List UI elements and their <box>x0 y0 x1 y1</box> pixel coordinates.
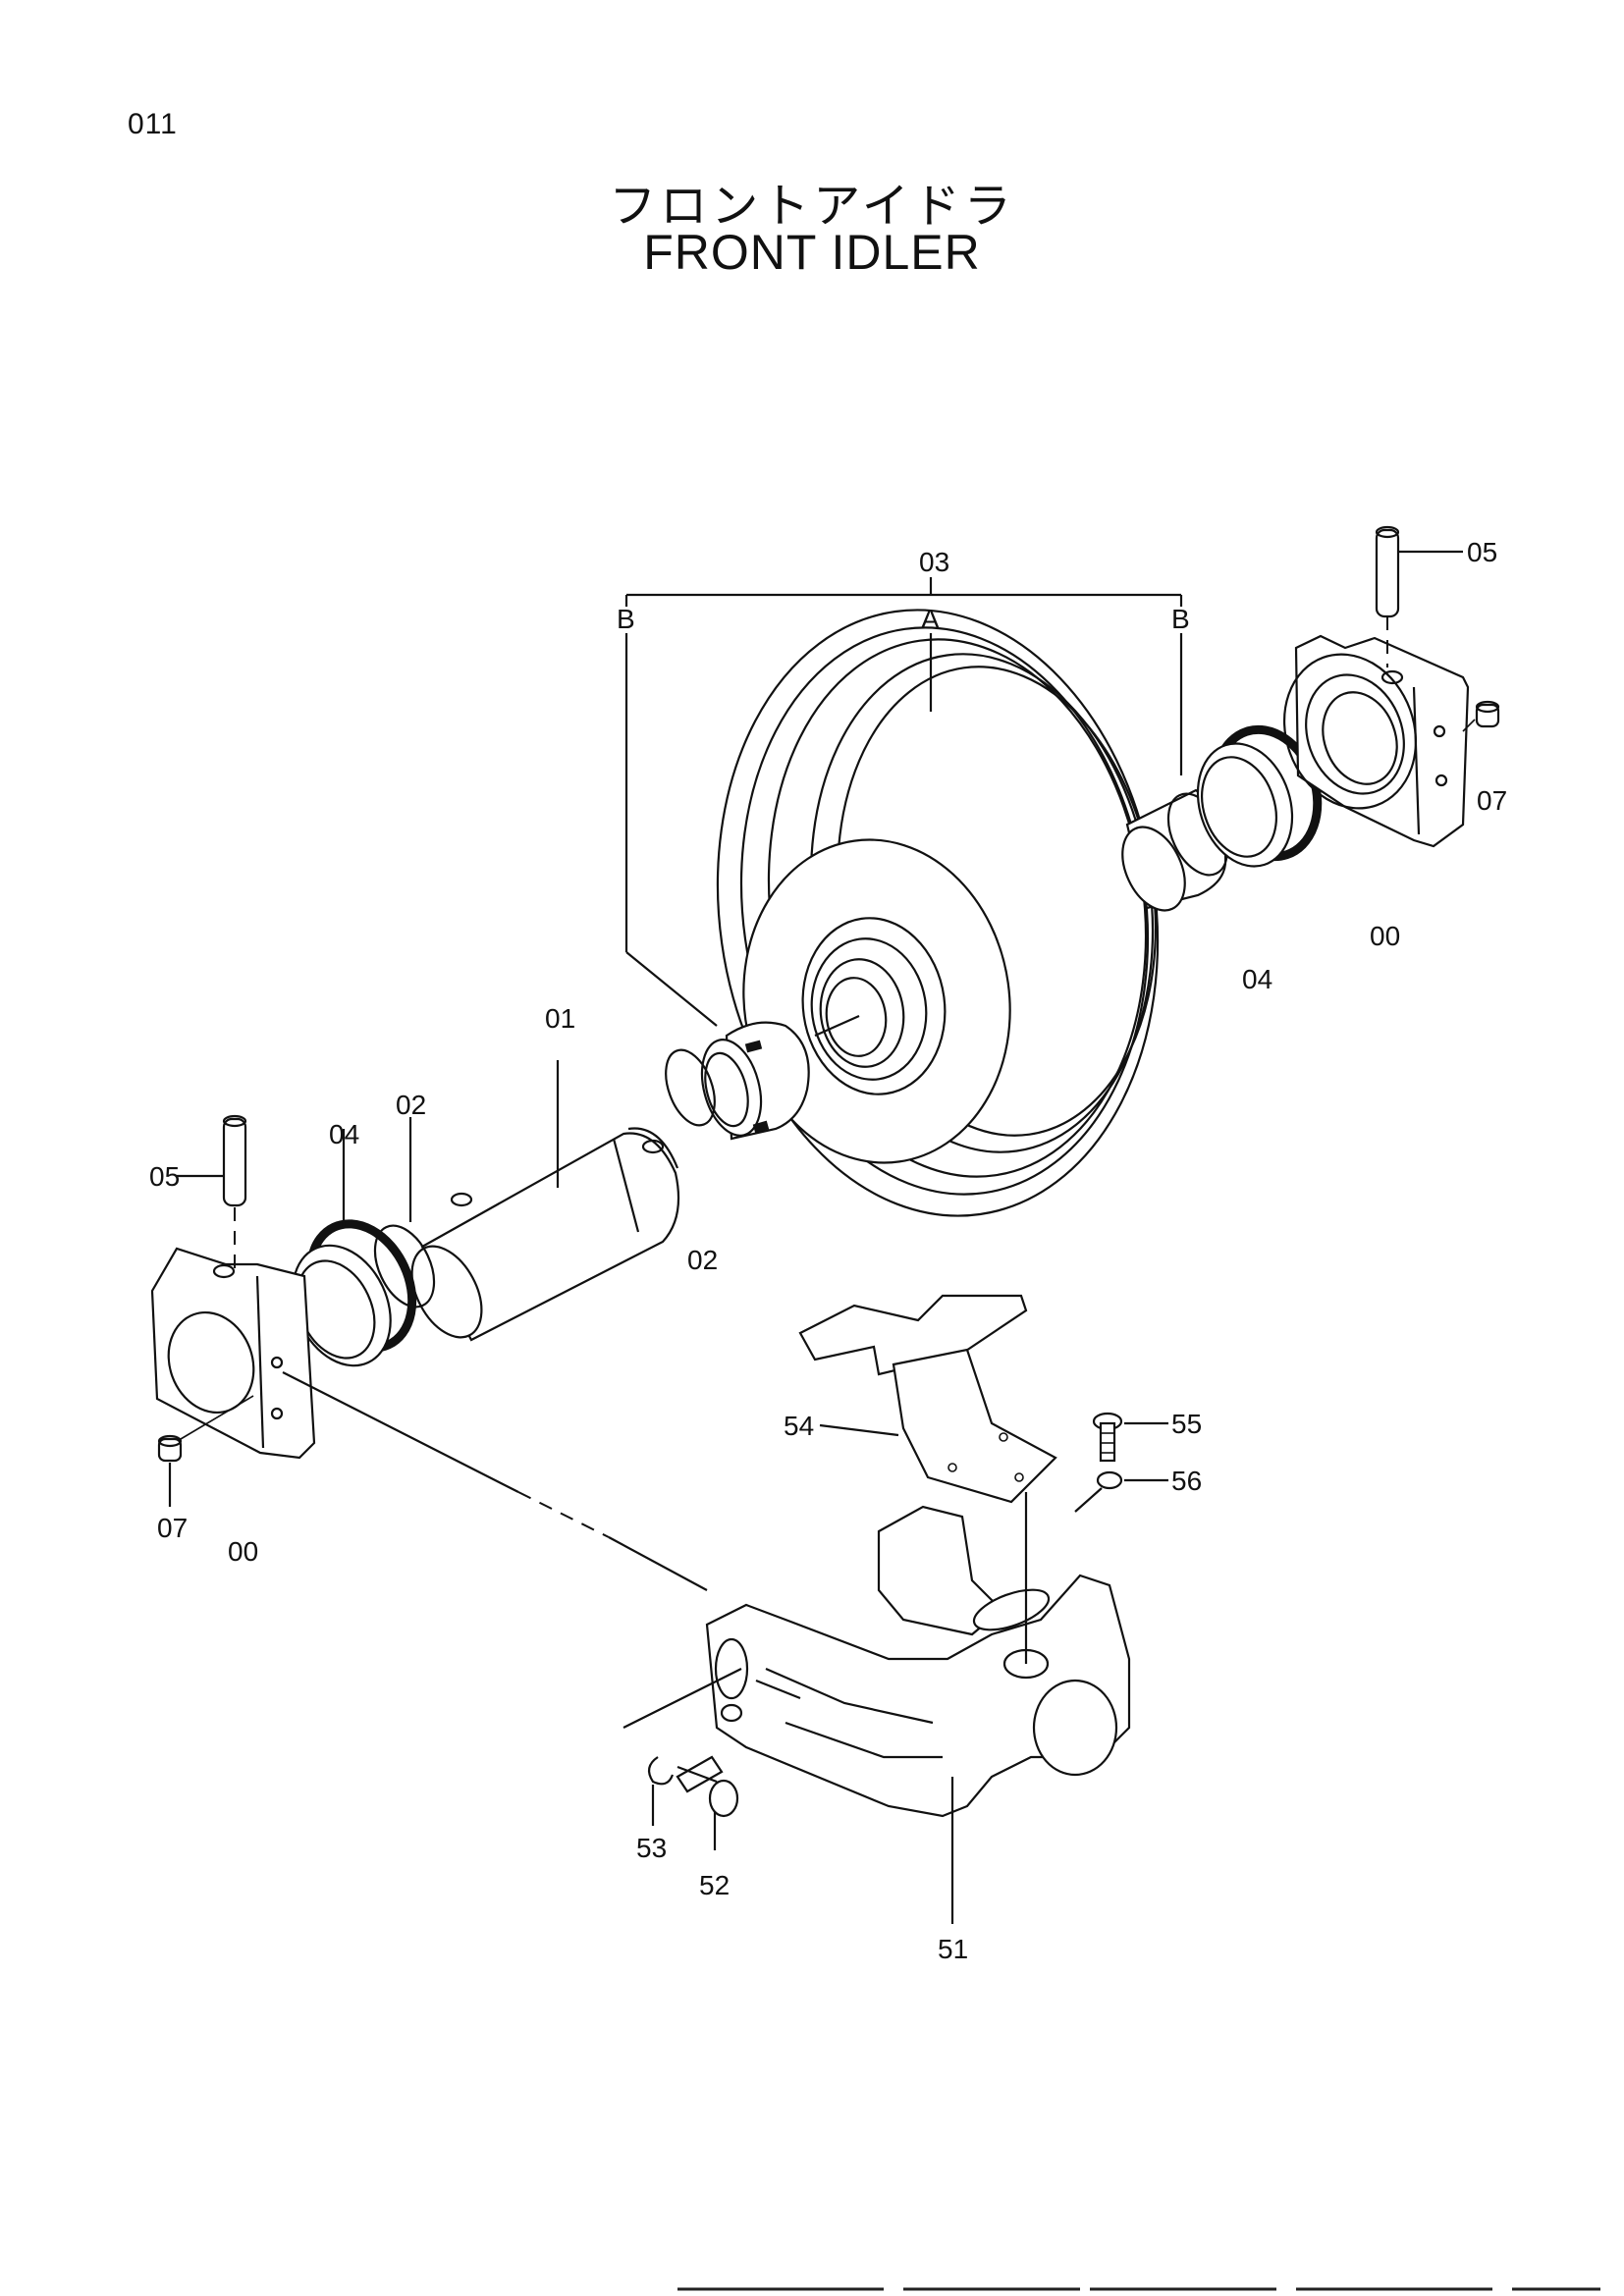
title-japanese: フロントアイドラ <box>609 179 1015 234</box>
guard-plate <box>798 1294 1103 1513</box>
callout-02-bottom: 02 <box>687 1245 718 1275</box>
seal-left <box>292 1129 417 1367</box>
callout-07-left: 07 <box>157 1513 188 1543</box>
shaft <box>410 1060 680 1342</box>
yoke <box>705 1492 1131 1924</box>
callout-05-right: 05 <box>1467 537 1497 567</box>
oring-left-top <box>665 1048 716 1127</box>
callout-A: A <box>921 604 940 634</box>
callout-53: 53 <box>636 1833 667 1863</box>
pin-left <box>177 1114 247 1276</box>
bushing-left <box>700 1021 810 1141</box>
oring-left-bottom <box>373 1117 436 1308</box>
washer-56 <box>1096 1470 1168 1490</box>
bolt-52 <box>676 1755 739 1850</box>
callout-55: 55 <box>1171 1409 1202 1439</box>
callout-07-right: 07 <box>1477 785 1507 816</box>
callout-56: 56 <box>1171 1466 1202 1496</box>
bracket-left <box>150 1247 316 1460</box>
bracket-right <box>1282 634 1470 848</box>
callout-00-left: 00 <box>228 1536 258 1567</box>
bushing-right <box>1121 788 1229 912</box>
title-english: FRONT IDLER <box>643 225 981 280</box>
callout-51: 51 <box>938 1934 968 1964</box>
page-number: 011 <box>128 108 178 140</box>
callout-04-left: 04 <box>329 1119 359 1149</box>
callout-03: 03 <box>919 547 949 577</box>
callout-B-left: B <box>617 604 635 634</box>
snap-ring-53 <box>623 1668 742 1826</box>
callout-54: 54 <box>784 1411 814 1441</box>
fitting-right <box>1462 700 1500 732</box>
fitting-left <box>157 1395 254 1507</box>
idler-wheel <box>716 609 1160 1217</box>
callout-01: 01 <box>545 1003 575 1034</box>
bolt-55 <box>1092 1412 1168 1463</box>
alignment-line-left <box>282 1371 708 1591</box>
callout-02-top: 02 <box>396 1090 426 1120</box>
callout-B-right: B <box>1171 604 1190 634</box>
callout-03-bracket <box>624 577 1183 1027</box>
callout-52: 52 <box>699 1870 730 1900</box>
callout-00-right: 00 <box>1370 921 1400 951</box>
pin-right <box>1375 525 1463 667</box>
callout-04-right: 04 <box>1242 964 1272 994</box>
callout-05-left: 05 <box>149 1161 180 1192</box>
